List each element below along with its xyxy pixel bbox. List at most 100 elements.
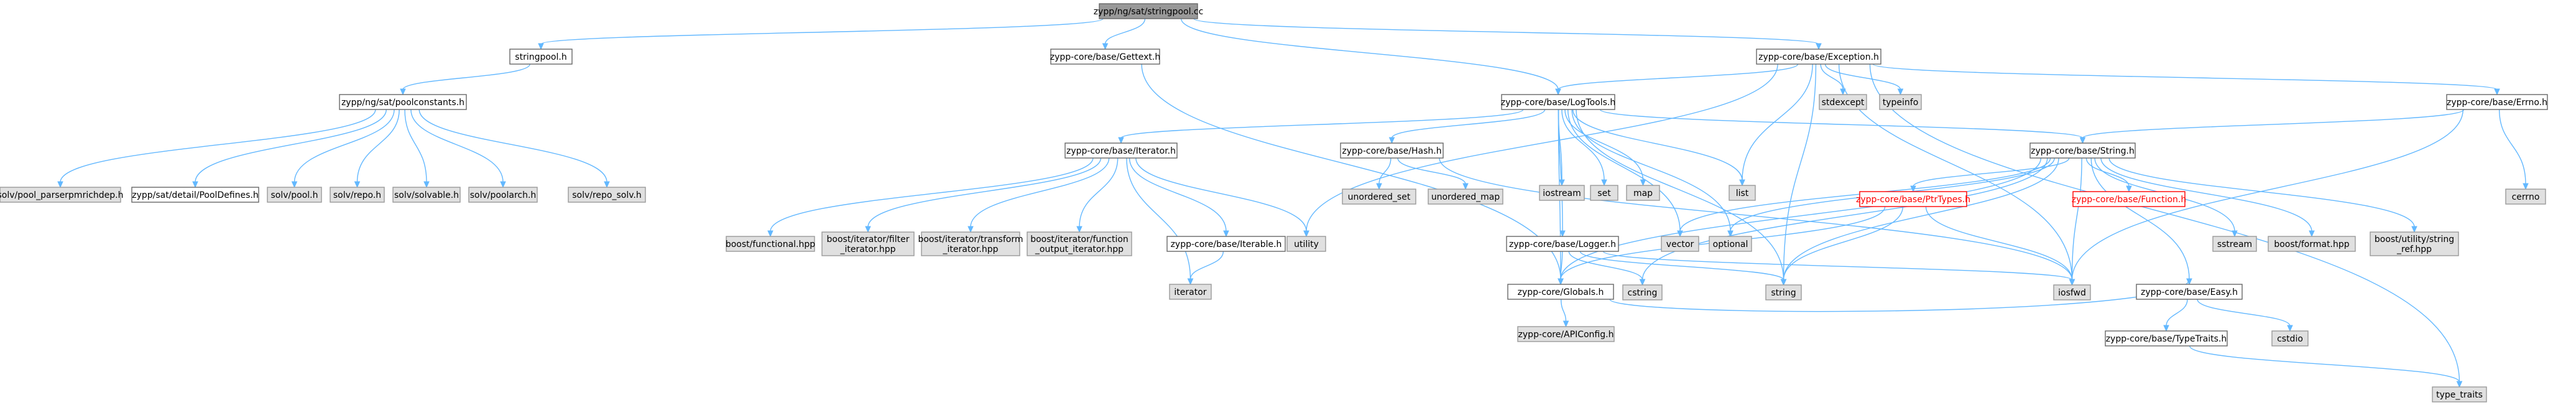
node-logger-h[interactable]: zypp-core/base/Logger.h — [1506, 236, 1619, 252]
edge-logtools_h-to-set — [1561, 109, 1607, 187]
node-ptrtypes-h[interactable]: zypp-core/base/PtrTypes.h — [1856, 191, 1970, 207]
edge-logtools_h-to-map — [1564, 109, 1646, 187]
edge-stringpool_cc-to-logtools_h — [1181, 18, 1561, 96]
edge-iterator_h-to-utility — [1135, 157, 1309, 238]
edge-ptrtypes_h-to-string_std — [1780, 206, 1904, 286]
node-label: solv/solvable.h — [394, 190, 459, 200]
node-label: zypp-core/base/Gettext.h — [1050, 52, 1161, 62]
edge-iterable_h-to-iterator_std — [1187, 251, 1224, 286]
node-label: zypp-core/base/Iterator.h — [1066, 146, 1176, 156]
edge-string_h-to-boost_string_ref — [2108, 157, 2417, 233]
edge-errno_h-to-cerrno — [2498, 109, 2529, 190]
node-poolconstants-h[interactable]: zypp/ng/sat/poolconstants.h — [339, 94, 467, 110]
node-label: utility — [1294, 240, 1319, 249]
node-apiconfig-h: zypp-core/APIConfig.h — [1517, 326, 1615, 342]
node-easy-h[interactable]: zypp-core/base/Easy.h — [2136, 284, 2243, 300]
node-label: sstream — [2217, 240, 2252, 249]
edge-exception_h-to-string_std — [1780, 63, 1817, 286]
edge-poolconstants_h-to-solv_repo_solv_h — [418, 109, 610, 189]
edge-string_h-to-cstring — [1639, 157, 2048, 286]
edge-exception_h-to-errno_h — [1872, 63, 2500, 96]
node-label: zypp-core/base/Errno.h — [2447, 98, 2547, 108]
node-label: solv/poolarch.h — [470, 190, 537, 200]
node-label: solv/pool_parserpmrichdep.h — [0, 190, 124, 200]
node-label: unordered_set — [1348, 192, 1411, 202]
edge-poolconstants_h-to-solv_solvable_h — [404, 109, 430, 189]
node-label: zypp-core/base/Function.h — [2072, 195, 2186, 205]
node-label: solv/repo.h — [333, 190, 381, 200]
edge-poolconstants_h-to-pooldefines_h — [192, 109, 387, 189]
node-label: cstring — [1628, 288, 1658, 298]
edge-easy_h-to-typetraits_h — [2163, 299, 2188, 332]
node-string-h[interactable]: zypp-core/base/String.h — [2029, 142, 2136, 159]
node-hash-h[interactable]: zypp-core/base/Hash.h — [1340, 142, 1444, 159]
edge-stringpool_h-to-poolconstants_h — [400, 63, 530, 96]
edge-hash_h-to-unordered_map — [1397, 157, 1469, 190]
node-cstring: cstring — [1622, 284, 1663, 300]
node-label: vector — [1666, 240, 1694, 249]
edge-errno_h-to-string_h — [2079, 109, 2465, 144]
node-label: boost/functional.hpp — [726, 240, 815, 249]
node-label: zypp-core/base/PtrTypes.h — [1856, 195, 1970, 205]
edge-typetraits_h-to-type_traits — [2189, 345, 2463, 388]
node-solv-repo-h: solv/repo.h — [330, 187, 385, 203]
node-label: solv/repo_solv.h — [572, 190, 642, 200]
node-cerrno: cerrno — [2505, 189, 2546, 205]
node-boost-transform-iterator: boost/iterator/transform_iterator.hpp — [918, 231, 1023, 256]
edge-poolconstants_h-to-solv_pool_h — [291, 109, 395, 189]
edge-stringpool_cc-to-exception_h — [1193, 18, 1822, 50]
edge-iterator_h-to-iterable_h — [1129, 157, 1229, 238]
node-unordered-set: unordered_set — [1342, 189, 1416, 205]
edge-logger_h-to-iosfwd — [1602, 251, 2075, 286]
node-typetraits-h[interactable]: zypp-core/base/TypeTraits.h — [2105, 330, 2228, 347]
edge-iterator_h-to-iterator_std — [1126, 157, 1194, 286]
node-map: map — [1626, 185, 1660, 201]
edge-poolconstants_h-to-solv_repo_h — [354, 109, 400, 189]
node-iterable-h[interactable]: zypp-core/base/Iterable.h — [1166, 236, 1286, 252]
node-stringpool-cc[interactable]: zypp/ng/sat/stringpool.cc — [1094, 3, 1204, 19]
edge-iterator_h-to-boost_filter_iterator — [865, 157, 1102, 233]
edge-globals_h-to-easy_h — [1609, 278, 2192, 312]
node-globals-h[interactable]: zypp-core/Globals.h — [1507, 284, 1614, 300]
edge-iterator_h-to-boost_functional — [767, 157, 1094, 238]
node-gettext-h[interactable]: zypp-core/base/Gettext.h — [1050, 49, 1161, 65]
edge-logtools_h-to-string_h — [1599, 109, 2086, 144]
edge-logtools_h-to-hash_h — [1388, 109, 1546, 144]
edge-easy_h-to-cstdio — [2197, 299, 2293, 332]
node-stdexcept: stdexcept — [1819, 94, 1867, 110]
node-label: typeinfo — [1883, 98, 1919, 108]
node-iterator-h[interactable]: zypp-core/base/Iterator.h — [1064, 142, 1178, 159]
edge-logtools_h-to-list — [1572, 109, 1745, 187]
node-label: cerrno — [2512, 192, 2540, 202]
node-label: zypp-core/base/Hash.h — [1342, 146, 1441, 156]
edge-logger_h-to-string_std — [1579, 251, 1787, 286]
node-label: zypp-core/base/Easy.h — [2141, 287, 2238, 297]
node-pooldefines-h[interactable]: zypp/sat/detail/PoolDefines.h — [131, 187, 259, 203]
edge-string_h-to-easy_h — [2090, 157, 2192, 286]
node-label: boost/utility/string — [2375, 235, 2454, 244]
edge-logtools_h-to-iterator_h — [1118, 109, 1524, 144]
node-exception-h[interactable]: zypp-core/base/Exception.h — [1756, 49, 1881, 65]
node-utility: utility — [1286, 236, 1326, 252]
node-label: string — [1771, 288, 1796, 298]
node-function-h[interactable]: zypp-core/base/Function.h — [2072, 191, 2186, 207]
node-label: stringpool.h — [515, 52, 566, 62]
edge-exception_h-to-logtools_h — [1555, 63, 1799, 96]
node-label: zypp-core/base/TypeTraits.h — [2106, 334, 2227, 344]
edge-string_h-to-boost_format — [2100, 157, 2315, 238]
node-label: type_traits — [2436, 390, 2483, 400]
node-string-std: string — [1765, 284, 1802, 300]
node-logtools-h[interactable]: zypp-core/base/LogTools.h — [1501, 94, 1615, 110]
node-label: zypp/ng/sat/poolconstants.h — [341, 98, 464, 108]
node-label: _output_iterator.hpp — [1035, 244, 1124, 254]
edge-exception_h-to-stdexcept — [1820, 63, 1846, 96]
node-boost-functional: boost/functional.hpp — [726, 236, 815, 252]
node-stringpool-h[interactable]: stringpool.h — [509, 49, 573, 65]
edge-poolconstants_h-to-pool_parserpmrichdep_h — [57, 109, 376, 189]
node-solv-solvable-h: solv/solvable.h — [392, 187, 461, 203]
edge-hash_h-to-unordered_set — [1376, 157, 1392, 190]
node-errno-h[interactable]: zypp-core/base/Errno.h — [2446, 94, 2548, 110]
node-label: boost/iterator/function — [1030, 235, 1129, 244]
node-label: _iterator.hpp — [943, 244, 999, 254]
